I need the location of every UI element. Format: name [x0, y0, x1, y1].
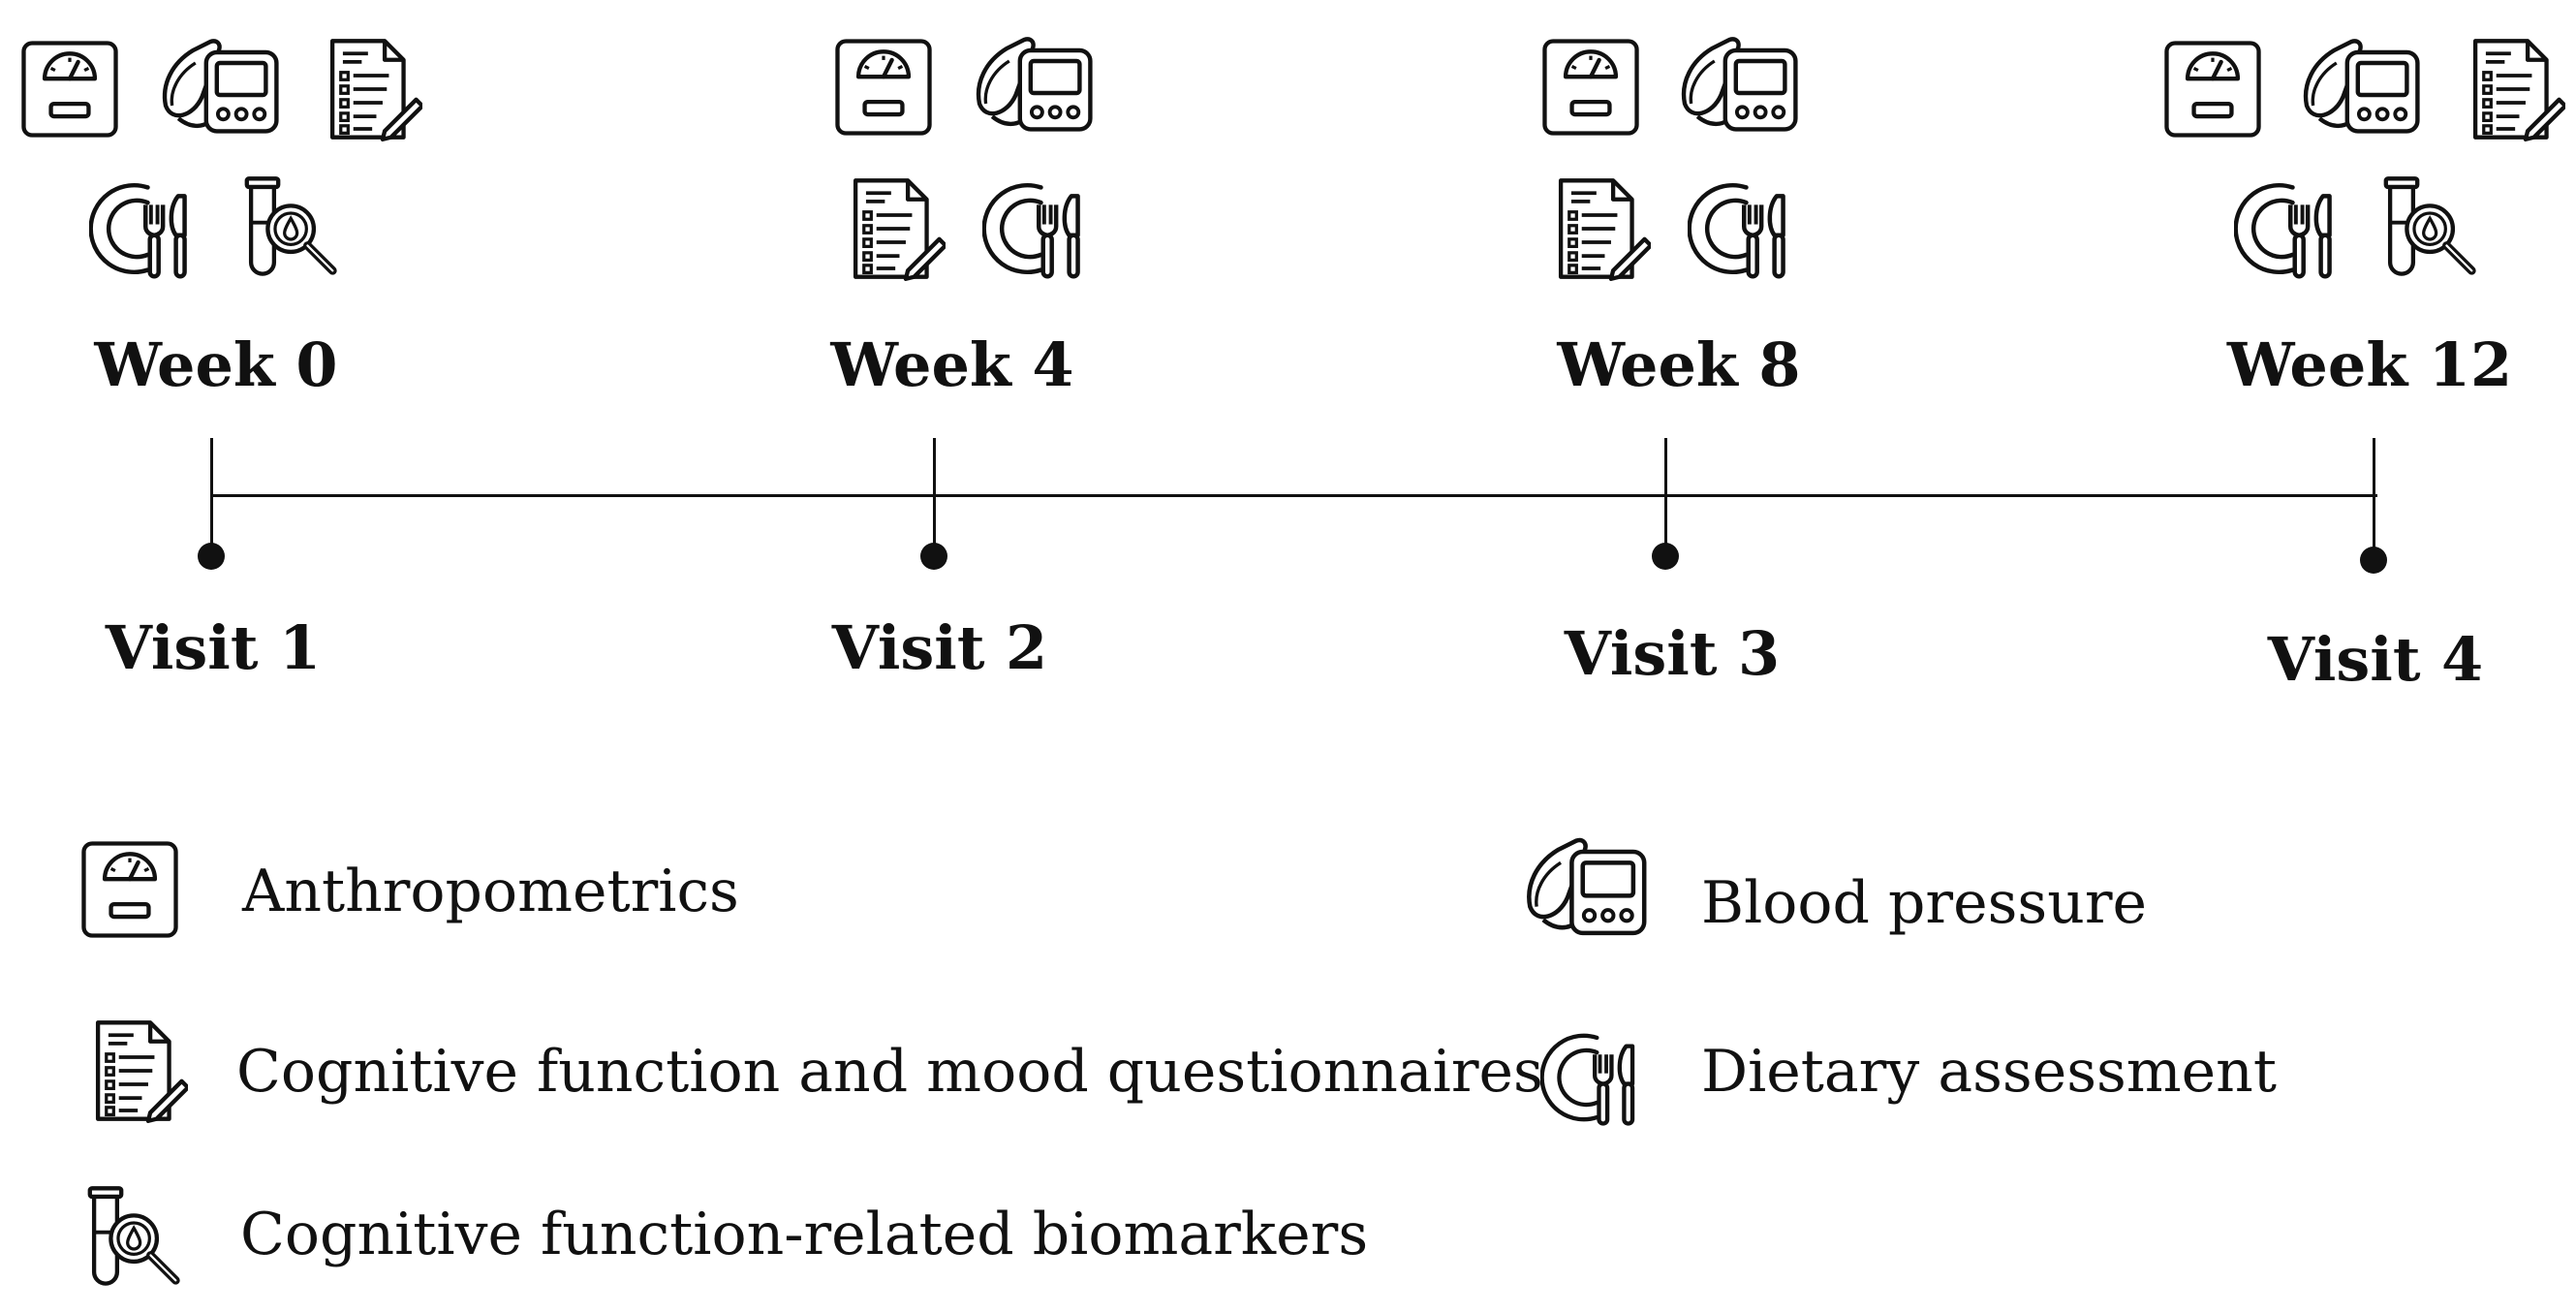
visit-label: Visit 1: [105, 612, 322, 683]
dietary-plate-icon: [89, 174, 198, 283]
week-label: Week 4: [830, 329, 1074, 400]
visit-marker: [920, 543, 947, 570]
scale-icon: [78, 835, 182, 944]
questionnaire-icon: [2461, 35, 2565, 143]
timeline-tick: [1664, 438, 1667, 554]
visit-marker: [2360, 547, 2387, 574]
timeline-tick: [2373, 438, 2375, 558]
visit-label: Visit 3: [1564, 618, 1781, 689]
visit-label: Visit 4: [2267, 624, 2484, 695]
dietary-plate-icon: [2234, 174, 2343, 283]
legend-anthropometrics: Anthropometrics: [242, 858, 739, 925]
week-label: Week 12: [2226, 329, 2513, 400]
week-label: Week 0: [94, 329, 338, 400]
timeline-axis: [211, 494, 2377, 497]
blood-test-tube-icon: [2375, 172, 2480, 281]
dietary-plate-icon: [1688, 174, 1796, 283]
scale-icon: [831, 35, 936, 140]
questionnaire-icon: [841, 174, 946, 283]
legend-questionnaires: Cognitive function and mood questionnair…: [236, 1038, 1543, 1106]
legend-blood-pressure: Blood pressure: [1701, 869, 2148, 937]
dietary-plate-icon: [1540, 1025, 1645, 1130]
week-label: Week 8: [1557, 329, 1801, 400]
blood-pressure-monitor-icon: [155, 31, 283, 138]
blood-pressure-monitor-icon: [969, 29, 1097, 136]
dietary-plate-icon: [982, 174, 1091, 283]
scale-icon: [2160, 37, 2265, 141]
visit-marker: [1652, 543, 1679, 570]
visit-label: Visit 2: [831, 612, 1048, 683]
blood-pressure-monitor-icon: [1674, 29, 1802, 136]
blood-pressure-monitor-icon: [2296, 31, 2424, 138]
legend-biomarkers: Cognitive function-related biomarkers: [240, 1201, 1369, 1268]
blood-test-tube-icon: [236, 172, 341, 281]
questionnaire-icon: [318, 35, 422, 143]
blood-test-tube-icon: [79, 1182, 184, 1291]
questionnaire-icon: [83, 1016, 188, 1126]
scale-icon: [1538, 35, 1643, 140]
questionnaire-icon: [1546, 174, 1651, 283]
legend-dietary-assessment: Dietary assessment: [1701, 1038, 2277, 1106]
blood-pressure-monitor-icon: [1519, 829, 1651, 940]
visit-marker: [198, 543, 225, 570]
scale-icon: [17, 37, 122, 141]
timeline-tick: [933, 438, 936, 554]
timeline-tick: [210, 438, 213, 554]
